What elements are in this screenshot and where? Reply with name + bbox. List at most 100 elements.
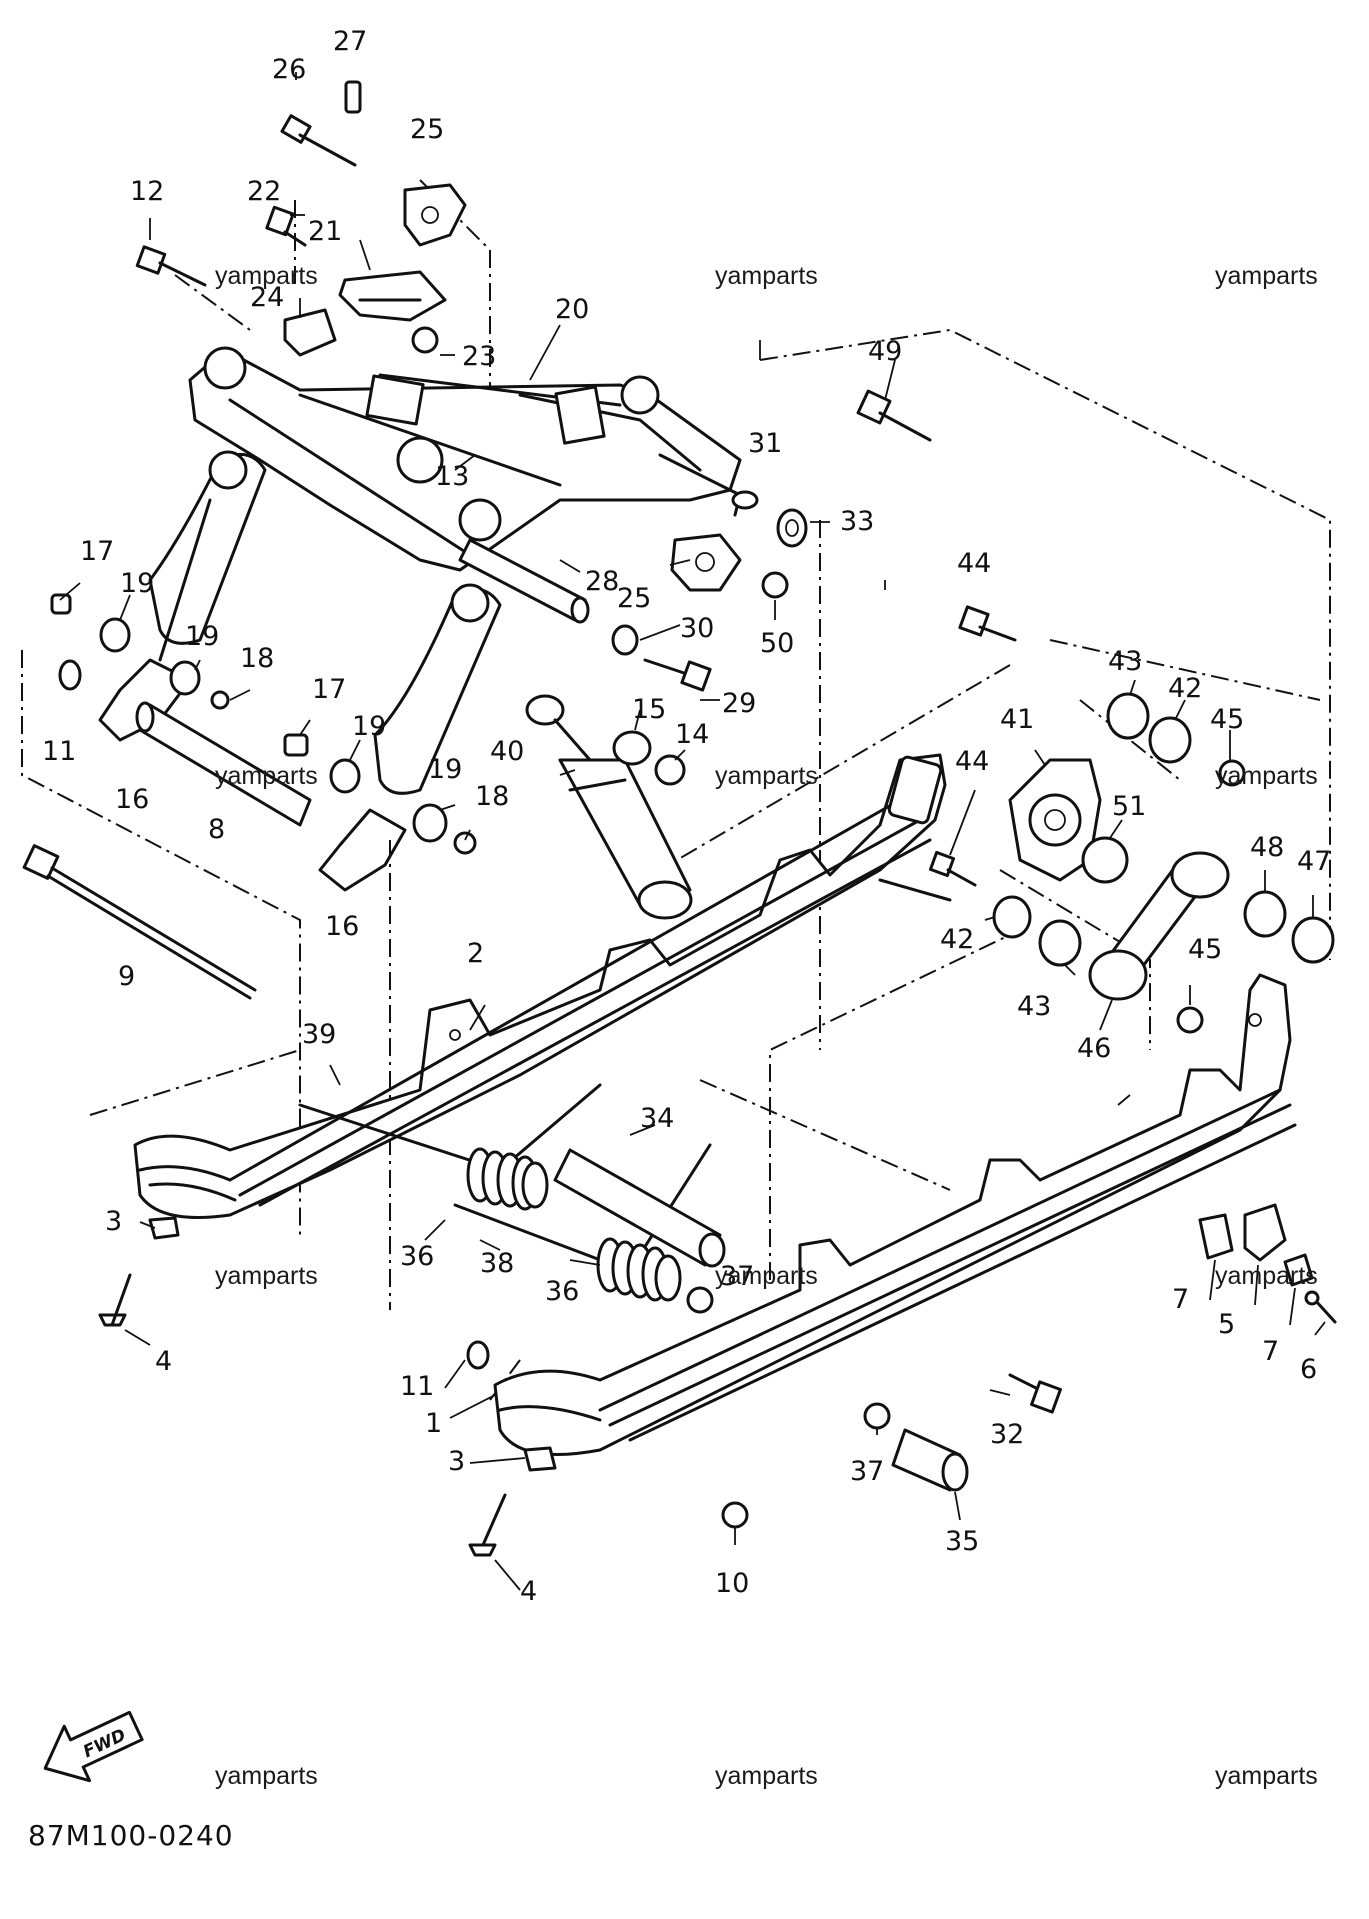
- arm-16-right: [318, 583, 502, 892]
- callout-5: 5: [1218, 1309, 1235, 1340]
- watermark: yamparts: [1215, 1262, 1318, 1290]
- callout-45: 45: [1188, 934, 1222, 965]
- watermarks: yamparts yamparts yamparts yamparts yamp…: [215, 262, 1318, 1790]
- shaft-8: [135, 701, 312, 827]
- callout-51: 51: [1112, 791, 1146, 822]
- watermark: yamparts: [1215, 1762, 1318, 1790]
- bolt-49: [856, 389, 932, 442]
- callout-36: 36: [545, 1276, 579, 1307]
- callout-1: 1: [425, 1408, 442, 1439]
- callout-46: 46: [1077, 1033, 1111, 1064]
- bushing-19-b: [169, 660, 201, 696]
- callout-30: 30: [680, 613, 714, 644]
- callout-25: 25: [617, 583, 651, 614]
- callout-43: 43: [1017, 991, 1051, 1022]
- callout-16: 16: [325, 911, 359, 942]
- nut-23: [411, 326, 439, 354]
- callout-19: 19: [428, 754, 462, 785]
- callout-16: 16: [115, 784, 149, 815]
- callout-17: 17: [80, 536, 114, 567]
- callout-9: 9: [118, 961, 135, 992]
- callout-15: 15: [632, 694, 666, 725]
- collar-35: [891, 1428, 969, 1492]
- callout-18: 18: [475, 781, 509, 812]
- clip-7-b: [1283, 1253, 1314, 1287]
- bolt-12: [135, 245, 207, 287]
- callout-35: 35: [945, 1526, 979, 1557]
- upper-frame: [188, 346, 759, 624]
- bolt-29: [643, 658, 712, 692]
- callout-44: 44: [957, 548, 991, 579]
- callout-41: 41: [1000, 704, 1034, 735]
- callout-25: 25: [410, 114, 444, 145]
- wear-strip-3-left: [148, 1216, 180, 1240]
- bushing-47: [1291, 916, 1335, 964]
- leader-lines: [59, 72, 1326, 1591]
- callout-32: 32: [990, 1419, 1024, 1450]
- bushing-43-a: [1106, 692, 1150, 740]
- screw-4-left: [98, 1273, 132, 1327]
- nut-37-b: [863, 1402, 891, 1430]
- callout-6: 6: [1300, 1354, 1317, 1385]
- callout-49: 49: [868, 336, 902, 367]
- watermark: yamparts: [715, 1762, 818, 1790]
- callout-19: 19: [185, 621, 219, 652]
- callout-3: 3: [105, 1206, 122, 1237]
- bushing-43-b: [1038, 919, 1082, 967]
- callout-14: 14: [675, 719, 709, 750]
- nut-45-a: [1218, 759, 1246, 787]
- callout-11: 11: [400, 1371, 434, 1402]
- bushing-51: [1081, 836, 1129, 884]
- nut-10: [721, 1501, 749, 1529]
- callout-26: 26: [272, 54, 306, 85]
- callout-4: 4: [155, 1346, 172, 1377]
- callout-3: 3: [448, 1446, 465, 1477]
- watermark: yamparts: [215, 1762, 318, 1790]
- callout-4: 4: [520, 1576, 537, 1607]
- callout-50: 50: [760, 628, 794, 659]
- callout-23: 23: [462, 341, 496, 372]
- callout-20: 20: [555, 294, 589, 325]
- watermark: yamparts: [215, 762, 318, 790]
- rivet-6: [1304, 1290, 1337, 1324]
- callout-7: 7: [1172, 1284, 1189, 1315]
- nut-50: [761, 571, 789, 599]
- callout-19: 19: [120, 568, 154, 599]
- screw-4-right: [468, 1493, 507, 1557]
- bushing-15: [612, 730, 652, 766]
- callout-37: 37: [850, 1456, 884, 1487]
- callout-28: 28: [585, 566, 619, 597]
- collar-33: [776, 508, 808, 548]
- alignment-lines: [21, 179, 1331, 1401]
- washer-30: [611, 624, 639, 656]
- callout-17: 17: [312, 674, 346, 705]
- callout-38: 38: [480, 1248, 514, 1279]
- bushing-14: [654, 754, 686, 786]
- bolt-9: [22, 844, 257, 1000]
- callout-36: 36: [400, 1241, 434, 1272]
- callout-7: 7: [1262, 1336, 1279, 1367]
- stopper-7-a: [1198, 1213, 1234, 1260]
- spring-36-upper: [298, 1083, 602, 1211]
- spring-36-lower: [453, 1143, 712, 1302]
- callout-29: 29: [722, 688, 756, 719]
- bracket-41: [1008, 758, 1102, 882]
- bushing-48: [1243, 890, 1287, 938]
- bushing-42-b: [992, 895, 1032, 939]
- nut-18-a: [210, 690, 230, 710]
- callout-44: 44: [955, 746, 989, 777]
- callout-21: 21: [308, 216, 342, 247]
- callout-19: 19: [352, 711, 386, 742]
- bolt-26: [280, 114, 357, 167]
- callout-31: 31: [748, 428, 782, 459]
- bushing-19-a: [99, 617, 131, 653]
- callout-27: 27: [333, 26, 367, 57]
- callout-42: 42: [1168, 673, 1202, 704]
- watermark: yamparts: [715, 762, 818, 790]
- callout-42: 42: [940, 924, 974, 955]
- bushing-19-c: [329, 758, 361, 794]
- callout-11: 11: [42, 736, 76, 767]
- washer-11-b: [466, 1340, 490, 1370]
- callout-24: 24: [250, 282, 284, 313]
